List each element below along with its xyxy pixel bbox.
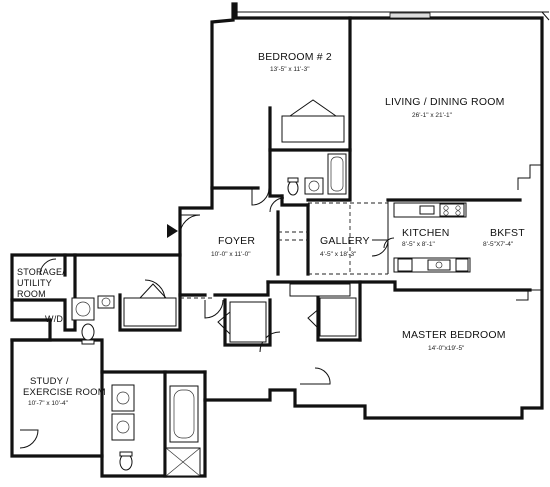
study-name-2: EXERCISE ROOM [23,387,106,398]
windows [389,12,431,19]
closet-door-icon [289,283,351,297]
bedroom2-dims: 13'-5" x 11'-3" [270,66,310,73]
dashed-lines [180,202,388,299]
bathtub-icon [327,153,347,195]
master-bath-fixtures [111,384,201,477]
stove-icon [439,203,465,217]
foyer-name: FOYER [218,235,255,247]
sink-icon [427,259,451,271]
bkfst-dims: 8'-5"X7'-4" [483,241,514,248]
room-labels: BEDROOM # 2 13'-5" x 11'-3" LIVING / DIN… [17,51,525,407]
interior-walls [10,16,532,478]
gallery-name: GALLERY [320,235,370,247]
sink-icon [304,177,324,195]
closets [123,99,357,343]
closet-door-icon [281,99,345,143]
master-name: MASTER BEDROOM [402,329,506,341]
bedroom2-name: BEDROOM # 2 [258,51,332,63]
shower-icon [165,447,201,477]
sink-icon [97,295,115,309]
washer-dryer-label: W/D [45,314,63,324]
bkfst-name: BKFST [490,227,525,239]
storage-name-1: STORAGE/ [17,267,65,277]
kitchen-fixtures [393,202,471,273]
closet-door-icon [217,301,267,343]
storage-name-3: ROOM [17,289,46,299]
master-dims: 14'-0"x19'-5" [428,345,465,352]
bath2-fixtures [287,153,347,196]
closet-door-icon [307,297,357,337]
sink-icon [111,384,135,412]
laundry-fixtures [71,295,115,345]
toilet-icon [119,451,133,471]
entry-arrow-icon [167,224,178,238]
storage-name-2: UTILITY [17,278,52,288]
gallery-dims: 4'-5" x 18'-3" [320,251,357,258]
sink-icon [111,413,135,441]
living-dims: 26'-1" x 21'-1" [412,112,453,119]
bathtub-icon [169,385,199,443]
foyer-dims: 10'-0" x 11'-0" [211,251,251,258]
study-name-1: STUDY / [30,376,69,387]
closet-door-icon [123,283,177,327]
toilet-icon [81,323,95,345]
living-name: LIVING / DINING ROOM [385,96,505,108]
toilet-icon [287,177,299,196]
study-dims: 10'-7" x 10'-4" [28,400,69,407]
kitchen-name: KITCHEN [402,227,450,239]
kitchen-dims: 8'-5" x 8'-1" [402,241,435,248]
